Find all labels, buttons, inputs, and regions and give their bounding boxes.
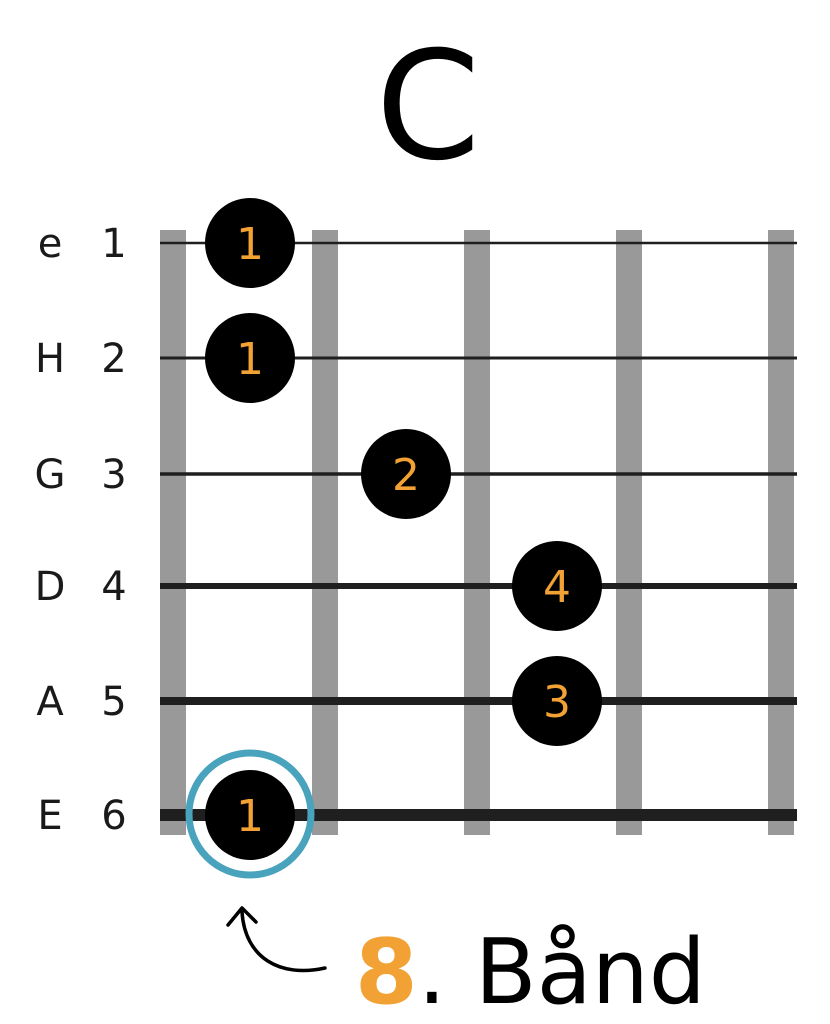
curved-arrow-icon	[240, 910, 327, 973]
fret-bar	[312, 230, 338, 835]
fret-bars	[160, 230, 794, 835]
finger-dot	[512, 541, 602, 631]
string-number-label: 5	[101, 679, 126, 725]
fret-number: 8	[355, 920, 418, 1024]
string-name-label: H	[35, 336, 65, 382]
string-number-label: 2	[101, 336, 126, 382]
string-number-label: 1	[101, 221, 126, 267]
finger-number: 1	[236, 219, 264, 270]
string-name-label: A	[36, 679, 64, 725]
finger-dot	[205, 313, 295, 403]
string-name-label: e	[38, 221, 63, 267]
string-number-label: 4	[101, 564, 126, 610]
chord-title: C	[376, 20, 481, 194]
finger-number: 1	[236, 791, 264, 842]
finger-number: 3	[543, 677, 571, 728]
string-name-label: D	[35, 564, 66, 610]
finger-number: 1	[236, 334, 264, 385]
finger-dot	[205, 770, 295, 860]
finger-dots: 1 1 2 4 3 1	[205, 198, 602, 860]
fret-bar	[616, 230, 642, 835]
nut-bar	[160, 230, 186, 835]
finger-dot	[512, 656, 602, 746]
finger-number: 2	[392, 450, 420, 501]
arrow-head-icon	[226, 906, 258, 927]
string-name-label: E	[37, 793, 62, 839]
finger-dot	[361, 429, 451, 519]
finger-number: 4	[543, 562, 571, 613]
string-number-label: 3	[101, 452, 126, 498]
fret-bar	[768, 230, 794, 835]
fret-word: . Bånd	[418, 920, 706, 1024]
finger-dot	[205, 198, 295, 288]
string-number-label: 6	[101, 793, 126, 839]
string-name-label: G	[35, 452, 66, 498]
fret-bar	[464, 230, 490, 835]
highlight-ring	[185, 749, 315, 879]
fret-position-label: 8. Bånd	[355, 920, 706, 1024]
